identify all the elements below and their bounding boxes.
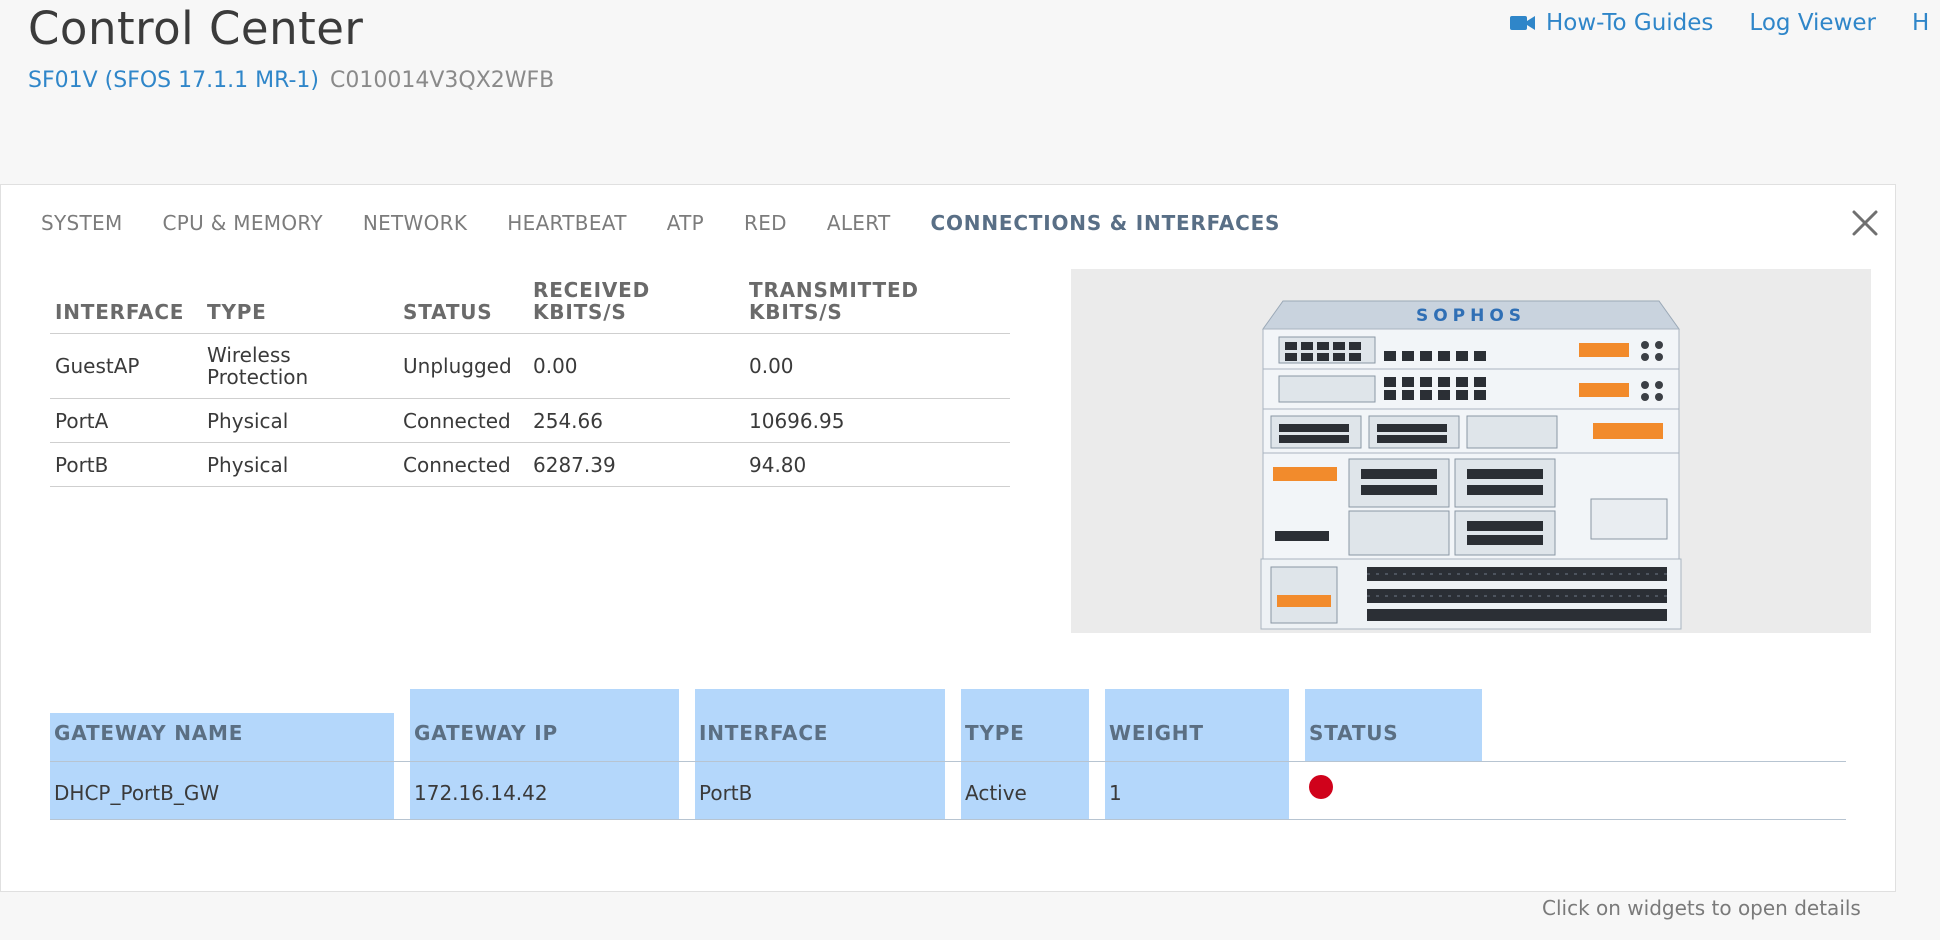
table-row: PortA Physical Connected 254.66 10696.95 <box>50 398 1010 443</box>
col-gateway-ip: GATEWAY IP <box>414 721 558 745</box>
cell-transmitted: 10696.95 <box>744 398 1010 443</box>
cell-gateway-ip: 172.16.14.42 <box>414 781 548 805</box>
cell-gateway-weight: 1 <box>1109 781 1122 805</box>
cell-type: Physical <box>202 442 398 487</box>
selection-highlight <box>961 689 1089 819</box>
selection-highlight <box>1305 689 1482 761</box>
col-interface: INTERFACE <box>50 279 202 334</box>
cell-transmitted: 0.00 <box>744 333 1010 399</box>
cell-interface: PortA <box>50 398 202 443</box>
cell-gateway-interface: PortB <box>699 781 753 805</box>
page-title: Control Center <box>28 2 364 55</box>
cell-status: Unplugged <box>398 333 528 399</box>
device-serial: C010014V3QX2WFB <box>330 68 555 93</box>
cell-gateway-name: DHCP_PortB_GW <box>54 781 220 805</box>
cell-type: Physical <box>202 398 398 443</box>
cell-received: 6287.39 <box>528 442 744 487</box>
selection-highlight <box>50 713 394 819</box>
tab-alert[interactable]: ALERT <box>826 211 891 235</box>
tab-atp[interactable]: ATP <box>666 211 705 235</box>
device-subtitle: SF01V (SFOS 17.1.1 MR-1) C010014V3QX2WFB <box>28 68 554 93</box>
close-icon[interactable] <box>1849 207 1881 239</box>
status-down-indicator <box>1309 775 1333 799</box>
row-divider <box>50 819 1846 820</box>
video-camera-icon <box>1510 14 1536 32</box>
col-status: STATUS <box>398 279 528 334</box>
tab-bar: SYSTEM CPU & MEMORY NETWORK HEARTBEAT AT… <box>41 211 1320 235</box>
col-gateway-weight: WEIGHT <box>1109 721 1204 745</box>
sophos-logo-text: SOPHOS <box>1416 306 1526 326</box>
tab-cpu-memory[interactable]: CPU & MEMORY <box>162 211 323 235</box>
log-viewer-link[interactable]: Log Viewer <box>1749 10 1877 36</box>
gateways-table: GATEWAY NAME GATEWAY IP INTERFACE TYPE W… <box>50 689 1846 825</box>
connections-interfaces-panel: SYSTEM CPU & MEMORY NETWORK HEARTBEAT AT… <box>0 184 1896 892</box>
cell-transmitted: 94.80 <box>744 442 1010 487</box>
selection-highlight <box>1105 689 1289 819</box>
selection-highlight <box>695 689 945 819</box>
top-links: How-To Guides Log Viewer H <box>1510 10 1929 36</box>
cell-received: 0.00 <box>528 333 744 399</box>
cell-received: 254.66 <box>528 398 744 443</box>
sophos-appliances-image: SOPHOS <box>1260 300 1682 630</box>
cell-status: Connected <box>398 398 528 443</box>
cell-interface: PortB <box>50 442 202 487</box>
footer-hint: Click on widgets to open details <box>1542 896 1861 920</box>
device-image-frame: SOPHOS <box>1071 269 1871 633</box>
tab-connections-interfaces[interactable]: CONNECTIONS & INTERFACES <box>930 211 1281 235</box>
how-to-guides-link[interactable]: How-To Guides <box>1510 10 1713 36</box>
selection-highlight <box>410 689 679 819</box>
how-to-guides-label: How-To Guides <box>1546 10 1714 36</box>
cell-status: Connected <box>398 442 528 487</box>
col-type: TYPE <box>202 279 398 334</box>
cell-gateway-type: Active <box>965 781 1027 805</box>
col-gateway-type: TYPE <box>965 721 1025 745</box>
cell-interface: GuestAP <box>50 333 202 399</box>
tab-system[interactable]: SYSTEM <box>41 211 123 235</box>
tab-red[interactable]: RED <box>744 211 787 235</box>
table-row: PortB Physical Connected 6287.39 94.80 <box>50 442 1010 487</box>
help-link[interactable]: H <box>1912 10 1930 36</box>
col-gateway-name: GATEWAY NAME <box>54 721 244 745</box>
device-model: SF01V (SFOS 17.1.1 MR-1) <box>28 68 319 93</box>
header-divider <box>50 761 1846 762</box>
tab-heartbeat[interactable]: HEARTBEAT <box>507 211 627 235</box>
col-gateway-interface: INTERFACE <box>699 721 829 745</box>
col-gateway-status: STATUS <box>1309 721 1399 745</box>
tab-network[interactable]: NETWORK <box>362 211 468 235</box>
